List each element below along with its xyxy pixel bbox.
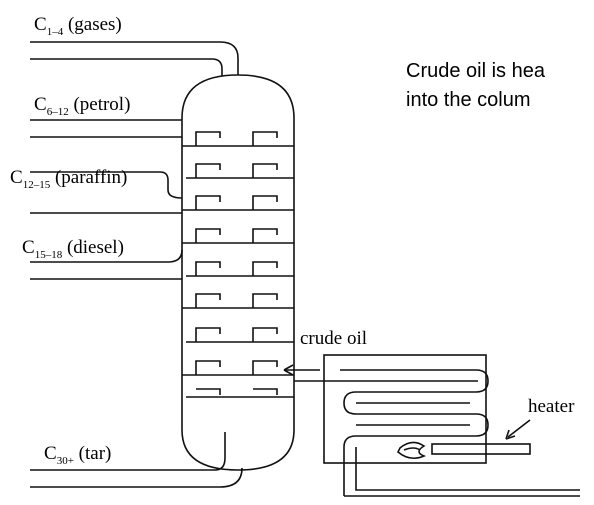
pipe-paraffin: [30, 171, 183, 199]
label-crude-oil: crude oil: [300, 328, 368, 349]
label-petrol: C6–12 (petrol): [34, 94, 131, 118]
pipe-tar: [30, 432, 226, 471]
label-diesel: C15–18 (diesel): [22, 237, 124, 261]
flame: [397, 441, 427, 460]
heater-pointer: [507, 419, 531, 438]
pipe-gases-inner: [30, 58, 223, 76]
heater-coil: [340, 369, 489, 496]
pipe-gases: [30, 41, 239, 75]
label-gases: C1–4 (gases): [34, 14, 122, 38]
burner: [431, 443, 531, 455]
trays: [182, 131, 294, 398]
column-outline: [181, 74, 295, 471]
label-paraffin: C12–15 (paraffin): [10, 167, 128, 191]
heater-box: [323, 354, 487, 464]
pipe-tar-lower: [30, 467, 243, 488]
caption-line-1: Crude oil is hea: [406, 60, 545, 82]
label-heater: heater: [528, 396, 575, 417]
pipe-diesel: [30, 249, 183, 263]
caption-line-2: into the colum: [406, 89, 531, 111]
label-tar: C30+ (tar): [44, 443, 112, 467]
